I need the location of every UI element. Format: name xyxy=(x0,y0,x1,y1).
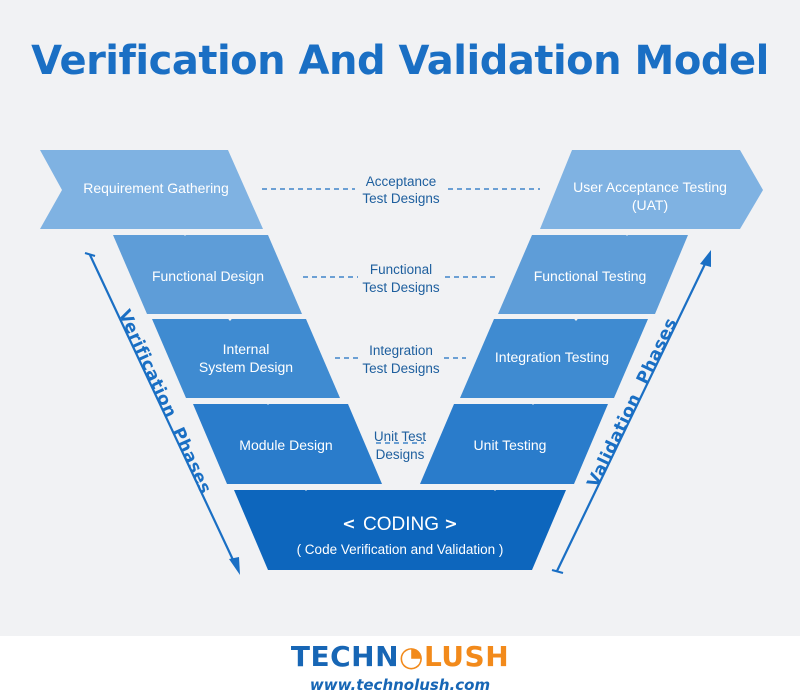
unit-testing-block xyxy=(420,404,608,484)
chevron-left-icon: < xyxy=(342,514,355,533)
unit-testing-label: Unit Testing xyxy=(474,437,547,453)
unit-test-designs-label-2: Designs xyxy=(376,447,425,462)
functional-test-designs-label-1: Functional xyxy=(370,262,432,277)
functional-testing-block xyxy=(498,235,688,314)
functional-testing-label: Functional Testing xyxy=(534,268,647,284)
internal-system-design-label-2: System Design xyxy=(199,359,293,375)
unit-test-designs-label-1: Unit Test xyxy=(374,429,427,444)
chevron-right-icon: > xyxy=(444,514,457,533)
integration-testing-block xyxy=(460,319,648,398)
functional-design-label: Functional Design xyxy=(152,268,264,284)
internal-system-design-label-1: Internal xyxy=(223,341,270,357)
internal-system-design-block xyxy=(152,319,340,398)
block-notches xyxy=(179,229,633,491)
integration-test-designs-label-2: Test Designs xyxy=(362,361,440,376)
page-title: Verification And Validation Model xyxy=(31,38,769,84)
verification-arrow xyxy=(84,251,240,575)
coding-label: CODING xyxy=(363,514,439,535)
integration-test-designs-label-1: Integration xyxy=(369,343,433,358)
acceptance-test-designs-label-1: Acceptance xyxy=(366,174,437,189)
user-acceptance-testing-label-2: (UAT) xyxy=(632,197,668,213)
functional-test-designs-label-2: Test Designs xyxy=(362,280,440,295)
brand-o-icon: ◔ xyxy=(399,640,424,673)
functional-design-block xyxy=(113,235,302,314)
brand-url[interactable]: www.technolush.com xyxy=(309,676,491,694)
footer xyxy=(0,636,800,700)
requirement-gathering-label: Requirement Gathering xyxy=(83,180,229,196)
coding-block xyxy=(234,490,566,570)
brand-part-1: TECHN xyxy=(290,640,400,673)
coding-subtitle: ( Code Verification and Validation ) xyxy=(297,542,504,557)
validation-arrow xyxy=(551,250,711,575)
integration-testing-label: Integration Testing xyxy=(495,349,609,365)
user-acceptance-testing-label-1: User Acceptance Testing xyxy=(573,179,727,195)
brand-logo: TECHN◔LUSH xyxy=(0,640,800,673)
module-design-label: Module Design xyxy=(239,437,332,453)
user-acceptance-testing-block xyxy=(540,150,763,229)
acceptance-test-designs-label-2: Test Designs xyxy=(362,191,440,206)
module-design-block xyxy=(193,404,382,484)
requirement-gathering-block xyxy=(40,150,263,229)
brand-part-2: LUSH xyxy=(423,640,510,673)
